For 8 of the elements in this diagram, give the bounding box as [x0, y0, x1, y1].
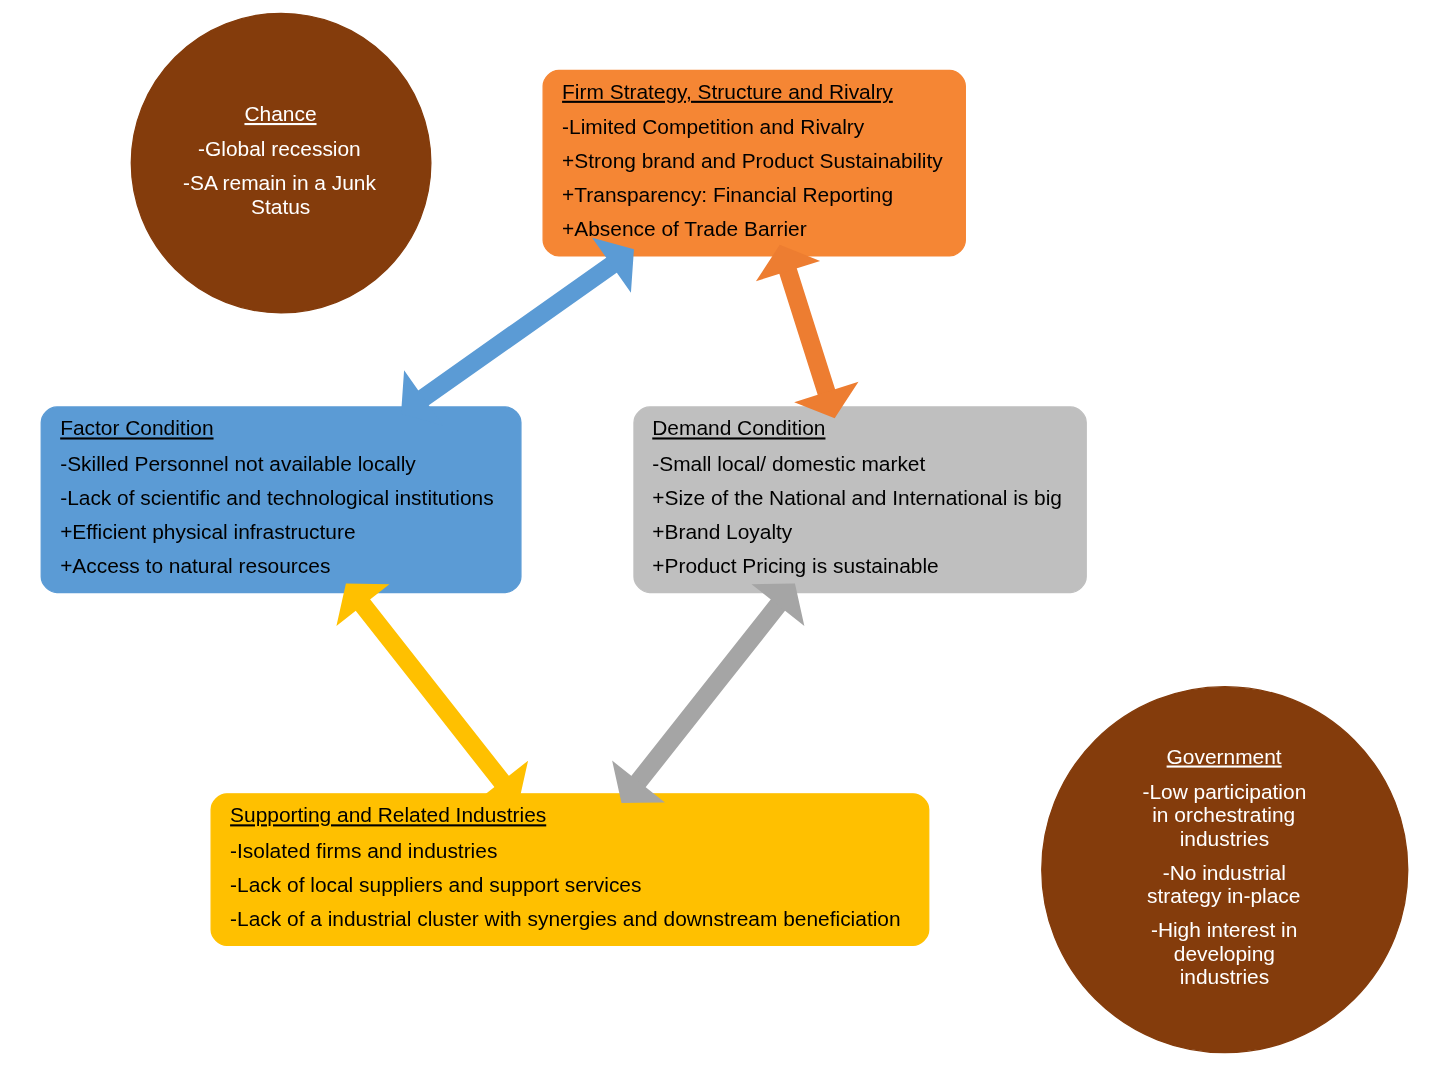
- node-circle: Government -Low participation in orchestrating industries -No industrial strategy in-place -High interest in developing industries: [1041, 685, 1409, 1054]
- node-circle: Chance -Global recession -SA remain in a Junk Status: [130, 12, 432, 314]
- arrow: [612, 583, 805, 804]
- node-box: Supporting and Related Industries -Isolated firms and industries -Lack of local suppliers and support services -Lack of a industrial cluster with synergies and downstream beneficiation: [210, 793, 930, 947]
- node-box: Factor Condition -Skilled Personnel not available locally -Lack of scientific and technological institutions +Efficient physical infrastructure +Access to natural resources: [40, 406, 522, 594]
- node-box: Firm Strategy, Structure and Rivalry -Limited Competition and Rivalry +Strong brand and Product Sustainability +Transparency: Financial Reporting +Absence of Trade Barrier: [542, 69, 966, 257]
- arrow: [755, 244, 859, 419]
- node-box: Demand Condition -Small local/ domestic market +Size of the National and International is big +Brand Loyalty +Product Pricing is sustainable: [633, 406, 1087, 594]
